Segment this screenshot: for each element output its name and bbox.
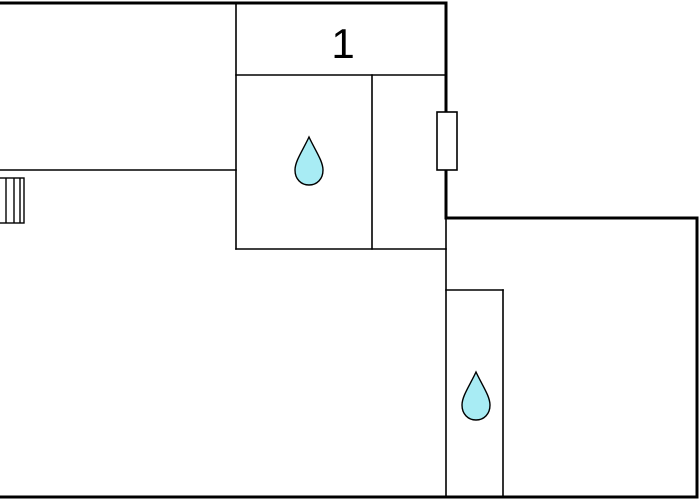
water-drop-icon xyxy=(294,135,324,186)
water-drop-icon xyxy=(461,370,491,421)
window-icon xyxy=(436,111,458,171)
room-number-label: 1 xyxy=(331,20,354,67)
radiator-icon xyxy=(0,177,25,224)
